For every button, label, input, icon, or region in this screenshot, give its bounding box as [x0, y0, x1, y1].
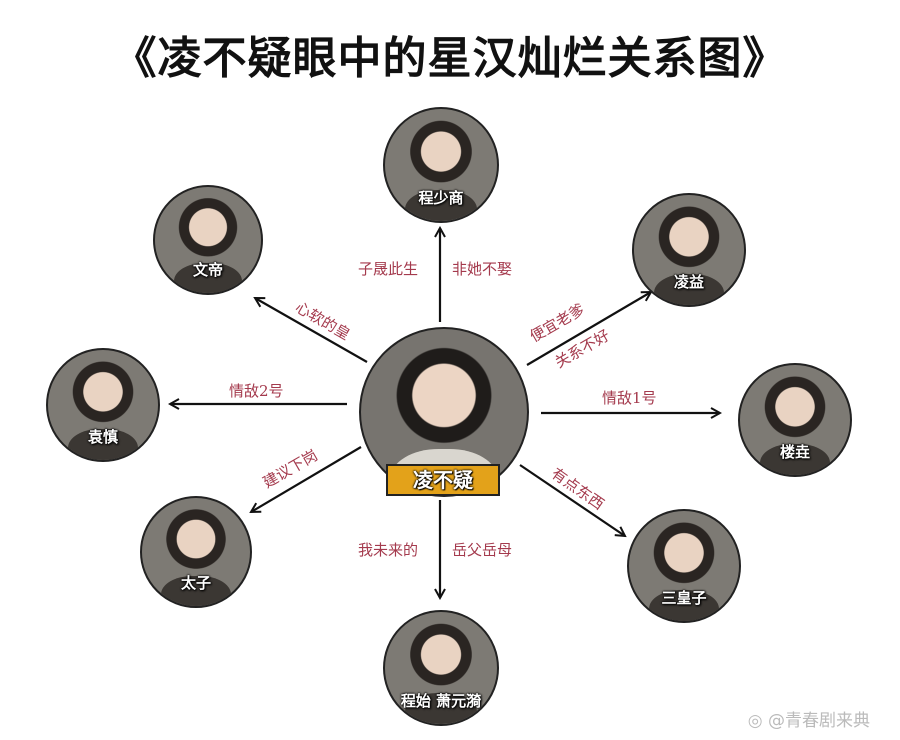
watermark: ◎ @青春剧来典: [748, 706, 870, 731]
relation-label: 情敌2号: [229, 382, 284, 400]
arrow-ling-yi: [526, 292, 651, 366]
relation-label: 岳父岳母: [452, 541, 513, 559]
watermark-text: @青春剧来典: [768, 711, 870, 731]
weibo-icon: ◎: [747, 711, 763, 731]
node-wendi: 文帝: [153, 185, 263, 295]
relation-label: 子晟此生: [358, 260, 419, 278]
arrow-san-huangzi: [519, 464, 625, 536]
node-san-huangzi: 三皇子: [627, 509, 741, 623]
relation-label: 情敌1号: [602, 389, 657, 407]
node-lou-yao: 楼垚: [738, 363, 852, 477]
node-name: 文帝: [192, 261, 223, 280]
node-name: 楼垚: [779, 442, 810, 461]
center-name-tag: 凌不疑: [386, 464, 500, 496]
node-name: 袁慎: [87, 427, 118, 446]
node-name: 凌益: [673, 272, 704, 291]
node-name: 太子: [180, 574, 211, 593]
node-name: 程始 萧元漪: [400, 691, 482, 710]
node-taizi: 太子: [140, 496, 252, 608]
node-parents: 程始 萧元漪: [383, 610, 499, 726]
relation-label: 非她不娶: [452, 260, 513, 278]
node-ling-yi: 凌益: [632, 193, 746, 307]
page-title: 《凌不疑眼中的星汉灿烂关系图》: [112, 33, 788, 84]
node-yuan-shen: 袁慎: [46, 348, 160, 462]
node-cheng-shaoshang: 程少商: [383, 107, 499, 223]
arrow-wendi: [255, 298, 368, 363]
node-name: 三皇子: [661, 588, 707, 607]
relation-label: 我未来的: [358, 541, 419, 559]
arrow-taizi: [251, 446, 362, 512]
node-name: 程少商: [418, 188, 464, 207]
